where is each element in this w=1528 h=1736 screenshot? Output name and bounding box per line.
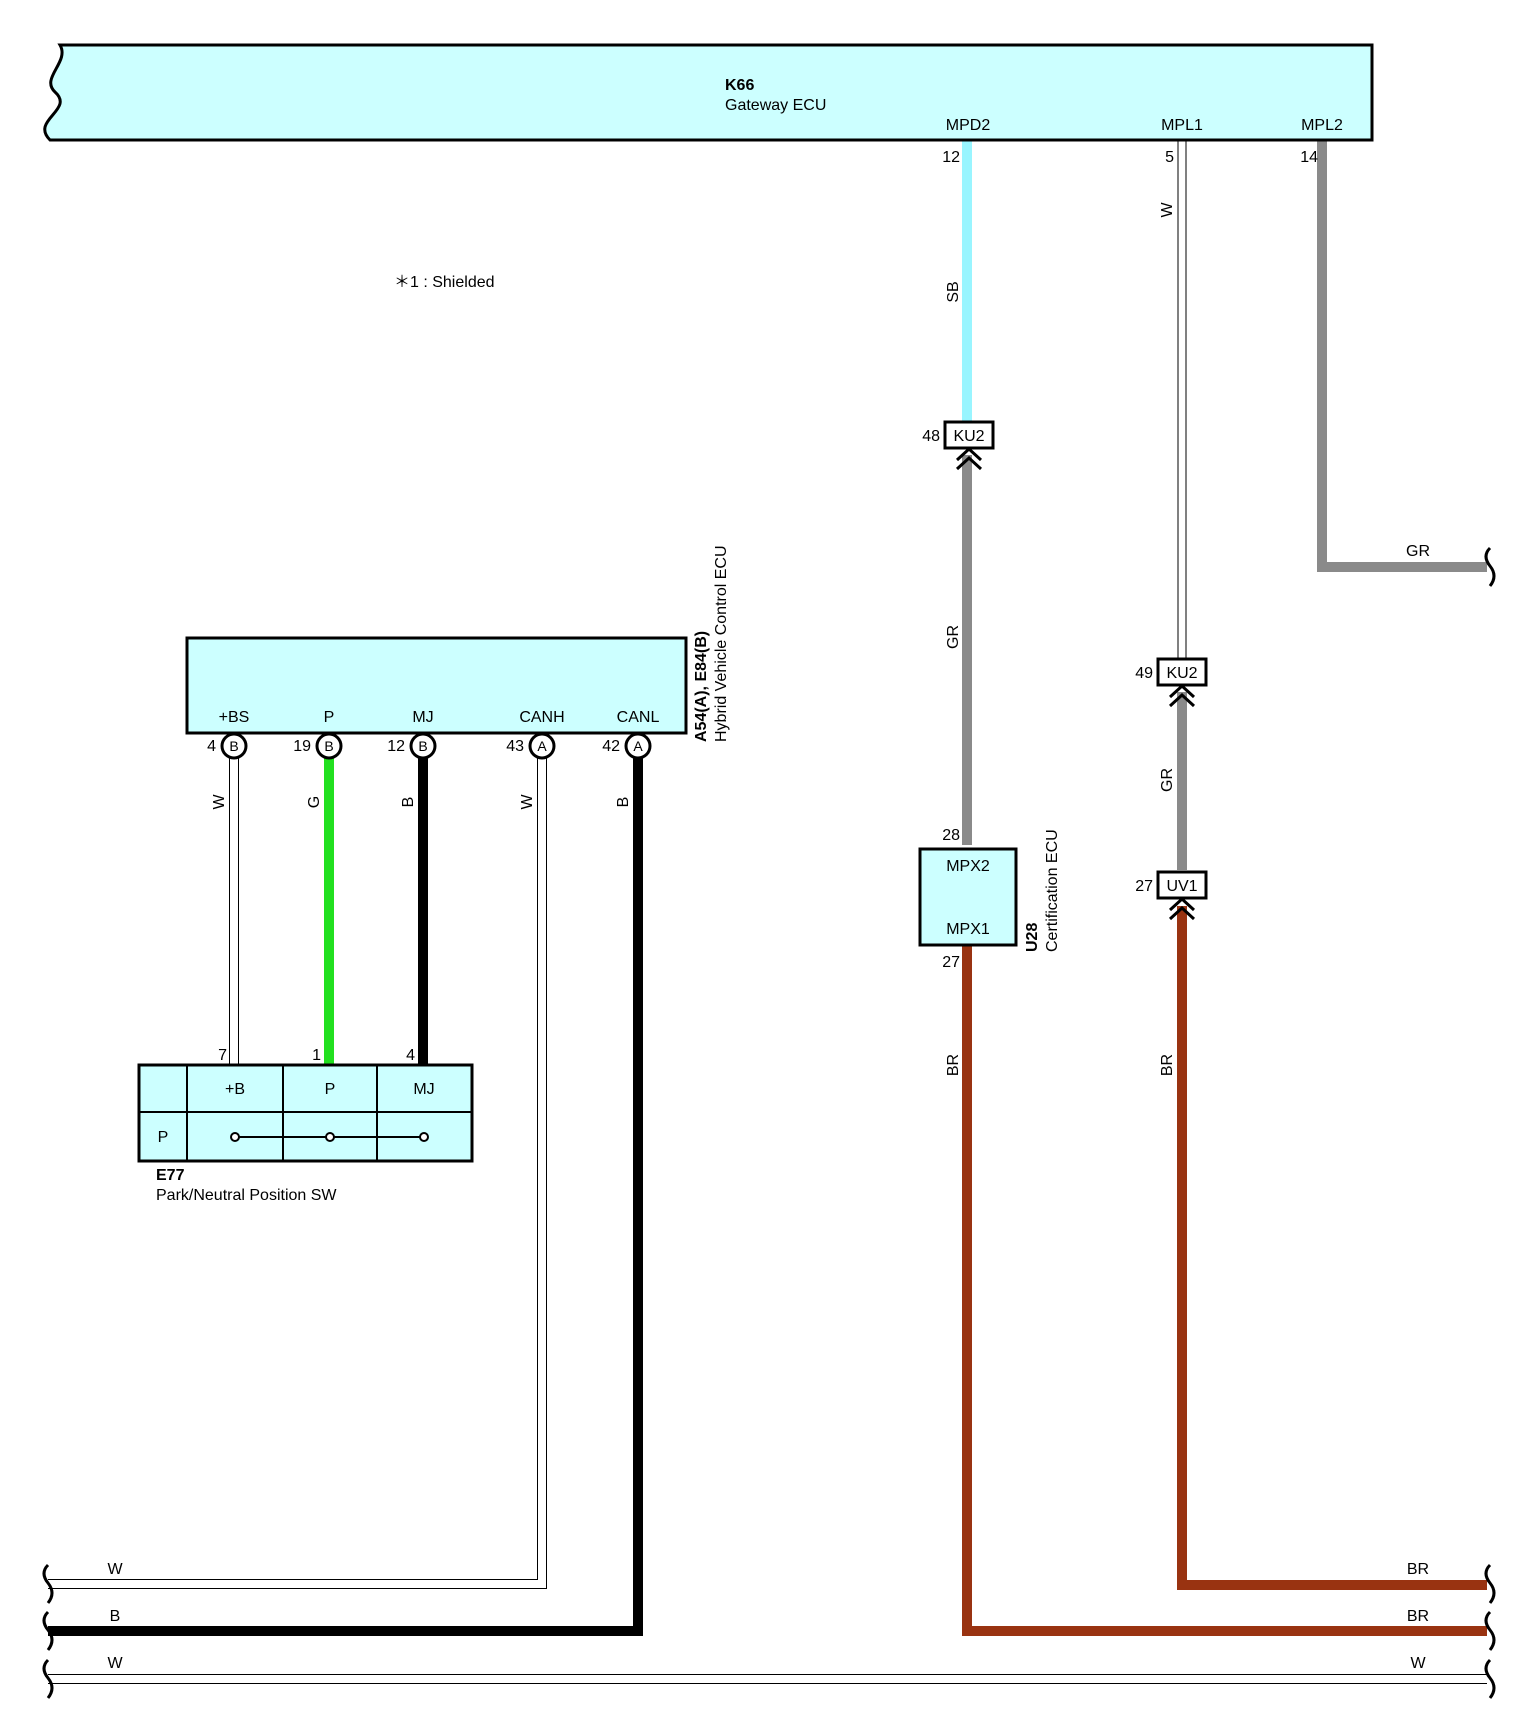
connector-ku2-48-pin: 48 [922, 428, 940, 445]
gateway-ecu: K66 Gateway ECU MPD2 MPL1 MPL2 [43, 43, 1374, 142]
wire-mpl2-gr [1317, 140, 1487, 572]
pin-label-mpl1: MPL1 [1161, 117, 1203, 134]
shielded-note: ＊1 : Shielded [394, 274, 495, 291]
svg-text:KU2: KU2 [1166, 665, 1197, 682]
svg-text:UV1: UV1 [1166, 878, 1197, 895]
connector-ku2-49-pin: 49 [1135, 665, 1153, 682]
bus-label-w2-left: W [107, 1655, 123, 1672]
connector-ku2-48: KU2 48 [922, 420, 995, 471]
pin-number-canh: 43 [506, 738, 524, 755]
wire-mpx1-br [962, 945, 1487, 1636]
wire-canl-b [48, 755, 643, 1636]
pin-label-bs: +BS [219, 709, 250, 726]
hybrid-ecu-name: Hybrid Vehicle Control ECU [713, 545, 730, 742]
hybrid-ecu: +BS P MJ CANH CANL A54(A), E84(B) Hybrid… [185, 545, 730, 742]
bus-label-w-left: W [107, 1561, 123, 1578]
svg-text:B: B [418, 738, 427, 754]
pin-label-canh: CANH [519, 709, 564, 726]
pin-number-bs: 4 [207, 738, 216, 755]
terminal-canl: A [624, 732, 652, 760]
svg-text:KU2: KU2 [953, 428, 984, 445]
pin-number-canl: 42 [602, 738, 620, 755]
wire-label-bs: W [211, 794, 228, 810]
pin-number-mpx1: 27 [942, 954, 960, 971]
certification-ecu-name: Certification ECU [1044, 829, 1061, 952]
wire-label-mpd2-lower: GR [945, 625, 962, 649]
connector-uv1: UV1 27 [1135, 870, 1208, 921]
break-marks [42, 546, 1496, 1699]
pnp-pin-label-mj: MJ [413, 1081, 434, 1098]
bus-label-b-left: B [110, 1608, 121, 1625]
pin-number-mpl1: 5 [1165, 149, 1174, 166]
bus-label-br1-right: BR [1407, 1561, 1429, 1578]
wire-label-canl: B [615, 797, 632, 808]
pnp-pin-number-mj: 4 [406, 1047, 415, 1064]
pin-label-p: P [324, 709, 335, 726]
pin-label-mj: MJ [412, 709, 433, 726]
wire-label-canh: W [519, 794, 536, 810]
connector-uv1-pin: 27 [1135, 878, 1153, 895]
pnp-switch-name: Park/Neutral Position SW [156, 1187, 337, 1204]
hybrid-ecu-code: A54(A), E84(B) [693, 631, 710, 742]
pin-label-mpx2: MPX2 [946, 858, 990, 875]
bus-label-w-right: W [1410, 1655, 1426, 1672]
wire-label-mpx1: BR [945, 1054, 962, 1076]
pnp-switch: +B P MJ P E77 Park/Neutral Position SW [137, 1063, 474, 1204]
pnp-row-label: P [158, 1129, 169, 1146]
wire-label-mj: B [400, 797, 417, 808]
wire-label-mpl1-lower: BR [1159, 1054, 1176, 1076]
pin-number-mpx2: 28 [942, 827, 960, 844]
pnp-pin-number-b: 7 [218, 1047, 227, 1064]
wire-label-p: G [306, 796, 323, 808]
svg-text:A: A [633, 738, 643, 754]
gateway-ecu-code: K66 [725, 77, 754, 94]
connector-ku2-49: KU2 49 [1135, 657, 1208, 708]
terminal-bs: B [220, 732, 248, 760]
wire-label-mpl1-upper: W [1159, 202, 1176, 218]
terminal-p: B [315, 732, 343, 760]
svg-text:B: B [324, 738, 333, 754]
wire-canh-w [48, 755, 547, 1589]
pin-label-mpd2: MPD2 [946, 117, 991, 134]
pnp-pin-label-p: P [325, 1081, 336, 1098]
pnp-pin-label-b: +B [225, 1081, 245, 1098]
wire-mpl1-br [1177, 906, 1487, 1590]
terminal-canh: A [528, 732, 556, 760]
pnp-switch-code: E77 [156, 1167, 185, 1184]
svg-text:A: A [537, 738, 547, 754]
pin-number-p: 19 [293, 738, 311, 755]
pin-label-mpl2: MPL2 [1301, 117, 1343, 134]
gateway-ecu-name: Gateway ECU [725, 97, 826, 114]
pin-label-mpx1: MPX1 [946, 921, 990, 938]
wire-label-mpd2-upper: SB [945, 281, 962, 302]
pin-number-mpd2: 12 [942, 149, 960, 166]
pin-number-mpl2: 14 [1300, 149, 1318, 166]
pin-number-mj: 12 [387, 738, 405, 755]
wire-label-mpl2: GR [1406, 543, 1430, 560]
svg-text:B: B [229, 738, 238, 754]
certification-ecu-code: U28 [1024, 923, 1041, 952]
terminal-mj: B [409, 732, 437, 760]
pin-label-canl: CANL [617, 709, 660, 726]
bus-label-br2-right: BR [1407, 1608, 1429, 1625]
pnp-pin-number-p: 1 [312, 1047, 321, 1064]
wire-label-mpl1-mid: GR [1159, 768, 1176, 792]
certification-ecu: MPX2 MPX1 U28 Certification ECU [918, 829, 1061, 952]
